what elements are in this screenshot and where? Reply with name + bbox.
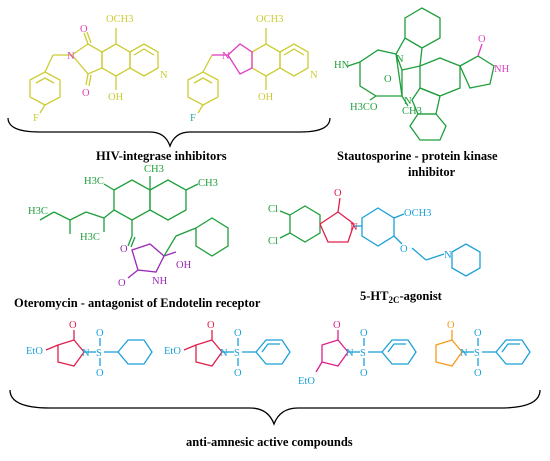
otero-oxygen-ketone: O xyxy=(120,244,128,255)
caption-ht2c-sub: 2C xyxy=(388,295,399,305)
ht-och3: OCH3 xyxy=(404,208,431,219)
hiv-group-brace xyxy=(7,117,331,148)
otero-h3c-lower: H3C xyxy=(80,232,100,243)
hiv1-oxygen-top: O xyxy=(80,24,88,35)
ht-oxygen-lactam: O xyxy=(334,188,342,199)
cpd2-nitrogen: N xyxy=(220,348,228,359)
staurosporine-lactam xyxy=(477,43,483,57)
anti-amnesic-compound-1 xyxy=(45,330,153,367)
stauro-oxygen-lactam: O xyxy=(478,34,486,45)
cpd3-nitrogen: N xyxy=(346,348,354,359)
ht-cl-top: Cl xyxy=(268,204,278,215)
otero-nh: NH xyxy=(152,276,168,287)
cpd1-oxygen: O xyxy=(69,320,77,331)
otero-oxygen-lactam: O xyxy=(118,278,126,289)
ht-nitrogen-piperidine: N xyxy=(444,250,452,261)
ht2c-agonist-structure xyxy=(279,197,481,277)
hiv1-hydroxyl: OH xyxy=(108,92,124,103)
caption-oteromycin: Oteromycin - antagonist of Endotelin rec… xyxy=(14,296,261,310)
cpd1-oxygen-s-bottom: O xyxy=(96,368,104,379)
cpd1-sulfur: S xyxy=(96,348,102,359)
caption-ht2c-suffix: -agonist xyxy=(399,289,442,303)
stauro-ch3: CH3 xyxy=(402,106,422,117)
otero-ch3-right: CH3 xyxy=(198,178,218,189)
cpd1-nitrogen: N xyxy=(82,348,90,359)
caption-hiv-integrase: HIV-integrase inhibitors xyxy=(96,149,227,163)
staurosporine-structure xyxy=(347,7,495,141)
otero-h3c-chain: H3C xyxy=(28,206,48,217)
cpd2-oxygen-s-top: O xyxy=(234,328,242,339)
anti-amnesic-compound-2 xyxy=(183,330,291,367)
stauro-h3co: H3CO xyxy=(350,102,378,113)
otero-h3c-left: H3C xyxy=(84,176,104,187)
cpd4-nitrogen: N xyxy=(460,348,468,359)
hiv1-methoxy: OCH3 xyxy=(106,14,133,25)
cpd3-oxygen-s-bottom: O xyxy=(360,368,368,379)
otero-ch3-top: CH3 xyxy=(144,164,164,175)
anti-amnesic-compound-4 xyxy=(435,330,531,367)
hiv1-nitrogen-imide: N xyxy=(67,51,75,62)
hiv2-methoxy: OCH3 xyxy=(256,14,283,25)
hiv-inhibitor-2 xyxy=(187,28,309,114)
cpd2-sulfur: S xyxy=(234,348,240,359)
cpd1-oxygen-s-top: O xyxy=(96,328,104,339)
cpd3-sulfur: S xyxy=(360,348,366,359)
caption-ht2c-prefix: 5-HT xyxy=(360,289,389,303)
ht-cl-bottom: Cl xyxy=(268,236,278,247)
anti-amnesic-group-brace xyxy=(9,389,541,426)
stauro-nitrogen-lower: N xyxy=(404,96,412,107)
cpd4-oxygen-s-top: O xyxy=(474,328,482,339)
ht-oxygen-ether: O xyxy=(400,244,408,255)
hiv-inhibitor-1 xyxy=(29,28,159,114)
stauro-nh-lactam: NH xyxy=(494,64,510,75)
hiv1-oxygen-bottom: O xyxy=(82,88,90,99)
cpd4-oxygen: O xyxy=(447,320,455,331)
caption-staurosporine-line2: inhibitor xyxy=(408,165,456,179)
oteromycin-structure xyxy=(39,176,229,279)
hiv2-hydroxyl: OH xyxy=(258,92,274,103)
caption-anti-amnesic: anti-amnesic active compounds xyxy=(186,435,353,449)
cpd3-oxygen-s-top: O xyxy=(360,328,368,339)
cpd2-eto: EtO xyxy=(164,346,181,357)
caption-staurosporine-line1: Stautosporine - protein kinase xyxy=(337,149,498,163)
hiv1-fluorine: F xyxy=(33,113,39,124)
ht-nitrogen: N xyxy=(350,222,358,233)
cpd3-eto: EtO xyxy=(298,376,315,387)
cpd1-eto: EtO xyxy=(26,346,43,357)
stauro-hn: HN xyxy=(334,60,350,71)
stauro-oxygen-bridge: O xyxy=(384,74,392,85)
stauro-nitrogen-upper: N xyxy=(396,54,404,65)
hiv1-nitrogen-pyridine: N xyxy=(160,70,168,81)
cpd4-sulfur: S xyxy=(474,348,480,359)
caption-ht2c: 5-HT2C-agonist xyxy=(360,289,443,305)
hiv2-nitrogen-pyridine: N xyxy=(310,70,318,81)
cpd2-oxygen-s-bottom: O xyxy=(234,368,242,379)
cpd4-oxygen-s-bottom: O xyxy=(474,368,482,379)
cpd2-oxygen: O xyxy=(207,320,215,331)
hiv2-fluorine: F xyxy=(190,113,196,124)
anti-amnesic-compound-3 xyxy=(315,330,417,373)
cpd3-oxygen: O xyxy=(333,320,341,331)
hiv2-nitrogen-imide: N xyxy=(222,51,230,62)
otero-oh: OH xyxy=(176,260,192,271)
